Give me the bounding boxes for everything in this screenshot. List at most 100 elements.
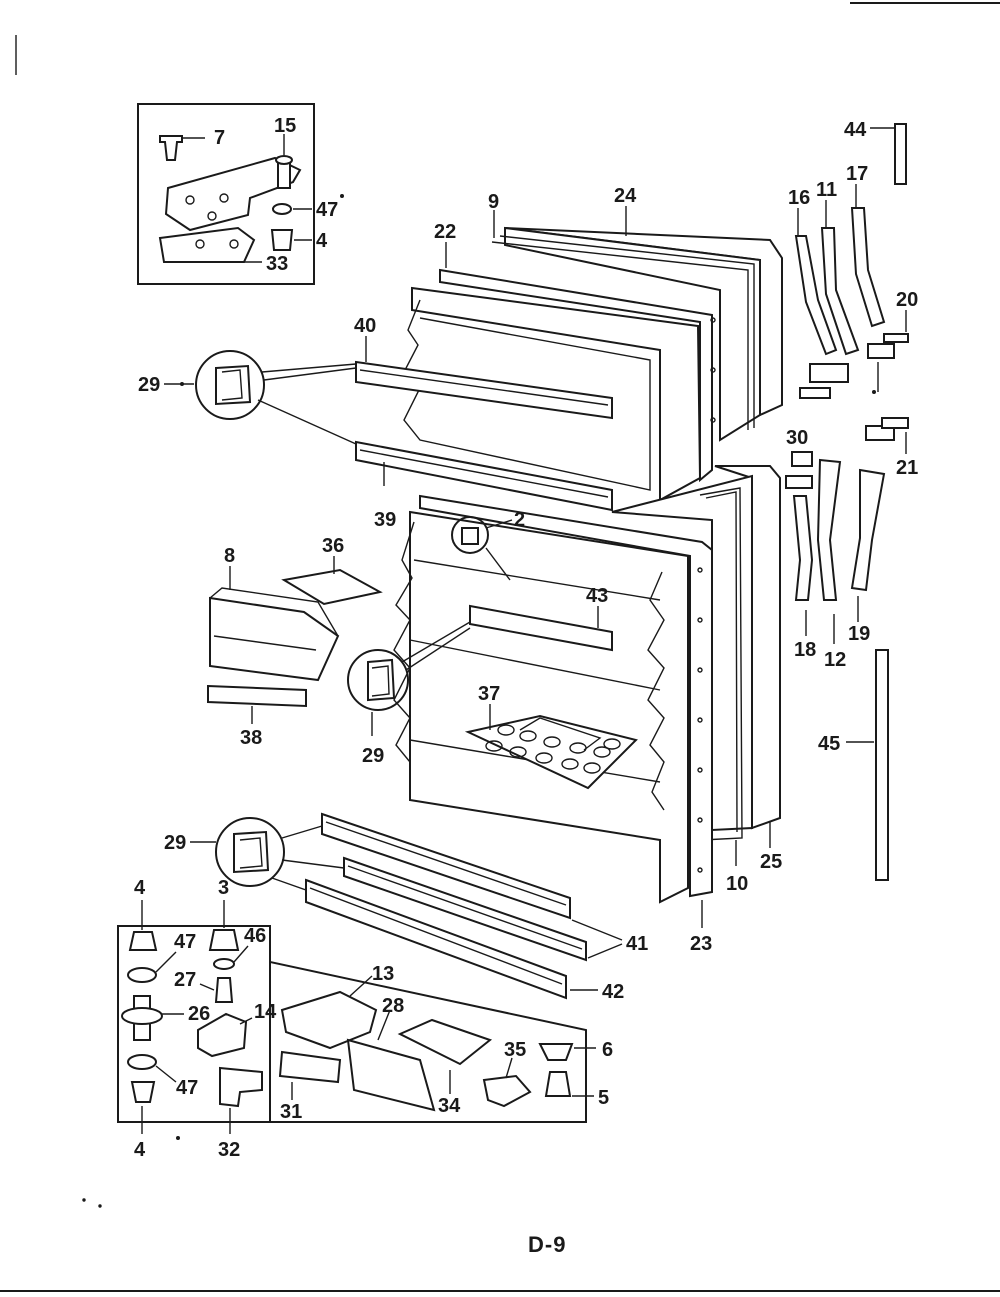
callout-32: 32 (218, 1139, 240, 1161)
hinge-hole (185, 195, 195, 205)
fresh-shelf-top (413, 559, 661, 601)
callout-15: 15 (274, 115, 296, 137)
callout-19: 19 (848, 623, 870, 645)
screw-7 (159, 135, 183, 161)
callout-30: 30 (786, 427, 808, 449)
handle-11 (820, 227, 860, 356)
callout-4: 4 (134, 877, 146, 899)
freezer-liner-22 (439, 268, 713, 483)
cap-20 (867, 343, 895, 359)
callout-16: 16 (788, 187, 810, 209)
callout-18: 18 (794, 639, 816, 661)
right-parts (785, 123, 909, 881)
dairy-door-36 (281, 568, 383, 606)
callout-23: 23 (690, 933, 712, 955)
callout-40: 40 (354, 315, 376, 337)
hinge-hole (207, 211, 217, 221)
callout-31: 31 (280, 1101, 302, 1123)
bracket-34 (397, 1018, 493, 1066)
callout-28: 28 (382, 995, 404, 1017)
magnifier-circle (347, 649, 409, 711)
liner-screw-holes (697, 317, 716, 873)
callout-20: 20 (896, 289, 918, 311)
callout-29: 29 (164, 832, 186, 854)
leader-46 (233, 945, 249, 963)
end-cap-29 (233, 830, 270, 874)
bushing-4-bottom (130, 1081, 156, 1103)
freezer-shelf-40 (355, 360, 613, 420)
shelf-42 (305, 878, 567, 1000)
magnifier-ray (405, 627, 471, 671)
leader-27 (199, 983, 215, 991)
callout-38: 38 (240, 727, 262, 749)
handle-16 (794, 235, 838, 356)
washer-47 (272, 203, 292, 215)
callout-22: 22 (434, 221, 456, 243)
freezer-door-assembly (355, 206, 783, 512)
callout-47: 47 (176, 1077, 198, 1099)
top-hinge-inset (137, 103, 315, 285)
hinge-plate-13 (280, 990, 378, 1050)
cap-6 (538, 1043, 574, 1061)
shelf-41b (343, 856, 587, 962)
callout-21: 21 (896, 457, 918, 479)
magnifier-ray (271, 877, 307, 891)
shim-hole (195, 239, 205, 249)
leader-47b (155, 951, 177, 973)
callout-37: 37 (478, 683, 500, 705)
freezer-door-face (504, 226, 761, 442)
fresh-food-door-assembly (393, 317, 781, 928)
callout-26: 26 (188, 1003, 210, 1025)
freezer-shelf-40-lip (359, 369, 609, 406)
freezer-shelf-39-lip (359, 449, 609, 498)
magnifier-ray (263, 367, 357, 381)
magnifier-circle (195, 350, 265, 420)
shelf-41a-lip (325, 821, 567, 906)
pin-26-flange (121, 1007, 163, 1025)
callout-13: 13 (372, 963, 394, 985)
leader-28 (377, 1009, 391, 1041)
shim-hole (229, 239, 239, 249)
end-cap-29 (367, 658, 396, 702)
leader-14 (239, 1017, 253, 1025)
callout-29: 29 (138, 374, 160, 396)
callout-6: 6 (602, 1039, 613, 1061)
egg-tray-handle (519, 717, 602, 751)
shelf-41a (321, 812, 571, 920)
inset-frame-bottom (117, 925, 587, 1123)
handle-mount-upper (809, 363, 849, 383)
bushing-3 (208, 929, 240, 951)
callout-2: 2 (514, 509, 525, 531)
cap-20-small (883, 333, 909, 343)
callout-33: 33 (266, 253, 288, 275)
callout-42: 42 (602, 981, 624, 1003)
hinge-pin-top (275, 155, 293, 165)
callout-4: 4 (134, 1139, 146, 1161)
pin-27 (214, 977, 234, 1003)
shelf-42-lip (309, 887, 563, 985)
dairy-compartment-8 (209, 596, 340, 682)
fresh-gasket-10 (699, 487, 743, 841)
magnifier-ray (281, 825, 323, 839)
freezer-liner-inner (403, 299, 651, 491)
freezer-shelf-39 (355, 440, 613, 512)
callout-41: 41 (626, 933, 648, 955)
callout-10: 10 (726, 873, 748, 895)
trim-45 (875, 649, 889, 881)
callout-39: 39 (374, 509, 396, 531)
trim-44 (894, 123, 907, 185)
callout-11: 11 (816, 179, 837, 201)
callout-29: 29 (362, 745, 384, 767)
bushing-4 (270, 229, 294, 251)
leader-35 (505, 1057, 513, 1079)
callout-24: 24 (614, 185, 637, 207)
callout-34: 34 (438, 1095, 461, 1117)
callout-46: 46 (244, 925, 266, 947)
screw-plate-30b (785, 475, 813, 489)
freezer-gasket-9 (491, 235, 755, 430)
fresh-door-face (611, 474, 753, 832)
magnifier-ray (257, 399, 357, 445)
part-36-group (281, 556, 383, 606)
washer-47-bottom (127, 1054, 157, 1070)
callout-25: 25 (760, 851, 782, 873)
